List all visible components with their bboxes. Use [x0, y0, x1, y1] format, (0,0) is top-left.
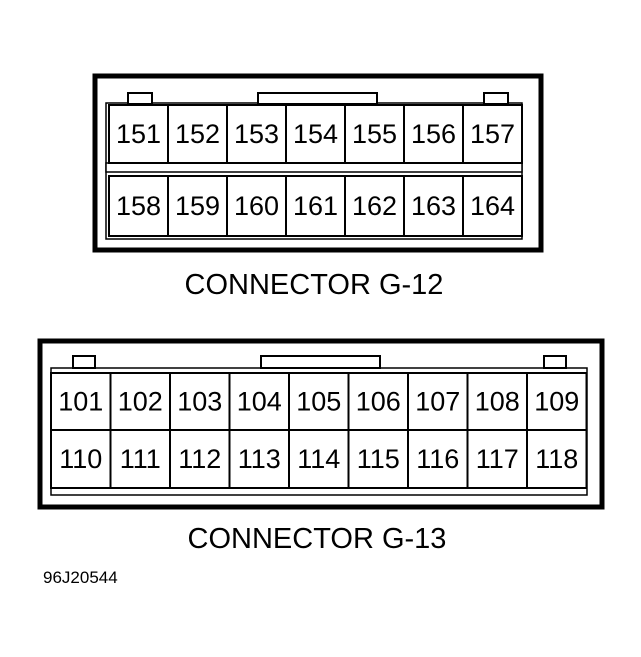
- pin-cell: [347, 429, 409, 489]
- connector-g12-key-center: [257, 92, 378, 105]
- pin-number: 163: [411, 191, 456, 221]
- pin-cell: [228, 429, 290, 489]
- figure-reference: 96J20544: [43, 568, 118, 587]
- pin-number: 113: [238, 444, 281, 474]
- connector-g12-latch-right: [483, 92, 509, 105]
- pin-number: 157: [470, 119, 515, 149]
- pin-number: 154: [293, 119, 338, 149]
- connector-g12-row-divider: [105, 162, 523, 173]
- pin-number: 110: [59, 444, 102, 474]
- pin-cell: [169, 429, 231, 489]
- pin-cell: [526, 372, 588, 431]
- pin-number: 114: [297, 444, 340, 474]
- pin-cell: [466, 429, 528, 489]
- pin-cell: [403, 175, 464, 237]
- pin-cell: [288, 429, 350, 489]
- pin-number: 159: [175, 191, 220, 221]
- pin-number: 107: [415, 387, 460, 417]
- connector-g12-housing: [92, 73, 544, 253]
- pin-cell: [109, 429, 171, 489]
- pin-number: 117: [476, 444, 519, 474]
- connector-g13-latch-right: [543, 355, 567, 369]
- connector-g13-caption: CONNECTOR G-13: [188, 523, 447, 555]
- pin-number: 111: [120, 444, 161, 474]
- pin-cell: [526, 429, 588, 489]
- pin-number: 164: [470, 191, 515, 221]
- pin-number: 116: [416, 444, 459, 474]
- pin-number: 106: [356, 387, 401, 417]
- connector-g13-key-center: [260, 355, 381, 369]
- pin-cell: [344, 175, 405, 237]
- pin-number: 104: [237, 387, 282, 417]
- pin-number: 160: [234, 191, 279, 221]
- pin-number: 161: [293, 191, 338, 221]
- pin-number: 101: [58, 387, 103, 417]
- connector-g12: 151 152 153 154 155 156 157 158 159 160 161 162 163 1…: [92, 73, 544, 301]
- pin-cell: [462, 175, 523, 237]
- pin-cell: [344, 104, 405, 164]
- pin-cell: [228, 372, 290, 431]
- connector-g13: 101 102 103 104 105 106 107 108 109 110 111 112 113 1…: [37, 338, 605, 555]
- pin-number: 118: [535, 444, 578, 474]
- pin-cell: [285, 104, 346, 164]
- connector-g13-housing: [37, 338, 605, 510]
- pin-number: 153: [234, 119, 279, 149]
- pin-number: 102: [118, 387, 163, 417]
- pin-cell: [226, 175, 287, 237]
- pin-number: 162: [352, 191, 397, 221]
- connector-g12-pins: 151 152 153 154 155 156 157 158 159 160 161 162 163 1…: [108, 104, 523, 237]
- pin-cell: [169, 372, 231, 431]
- connector-g12-latch-left: [127, 92, 153, 105]
- pin-cell: [226, 104, 287, 164]
- pin-number: 103: [177, 387, 222, 417]
- pin-number: 115: [357, 444, 400, 474]
- pin-number: 108: [475, 387, 520, 417]
- pin-number: 112: [178, 444, 221, 474]
- pin-number: 105: [296, 387, 341, 417]
- connector-g13-latch-left: [72, 355, 96, 369]
- pin-number: 109: [534, 387, 579, 417]
- connector-g13-pins: 101 102 103 104 105 106 107 108 109 110 111 112 113 1…: [50, 372, 588, 489]
- pin-number: 152: [175, 119, 220, 149]
- pin-number: 155: [352, 119, 397, 149]
- pin-cell: [462, 104, 523, 164]
- pin-number: 158: [116, 191, 161, 221]
- connector-g12-caption: CONNECTOR G-12: [185, 269, 444, 301]
- pin-number: 156: [411, 119, 456, 149]
- pin-number: 151: [116, 119, 161, 149]
- pin-cell: [285, 175, 346, 237]
